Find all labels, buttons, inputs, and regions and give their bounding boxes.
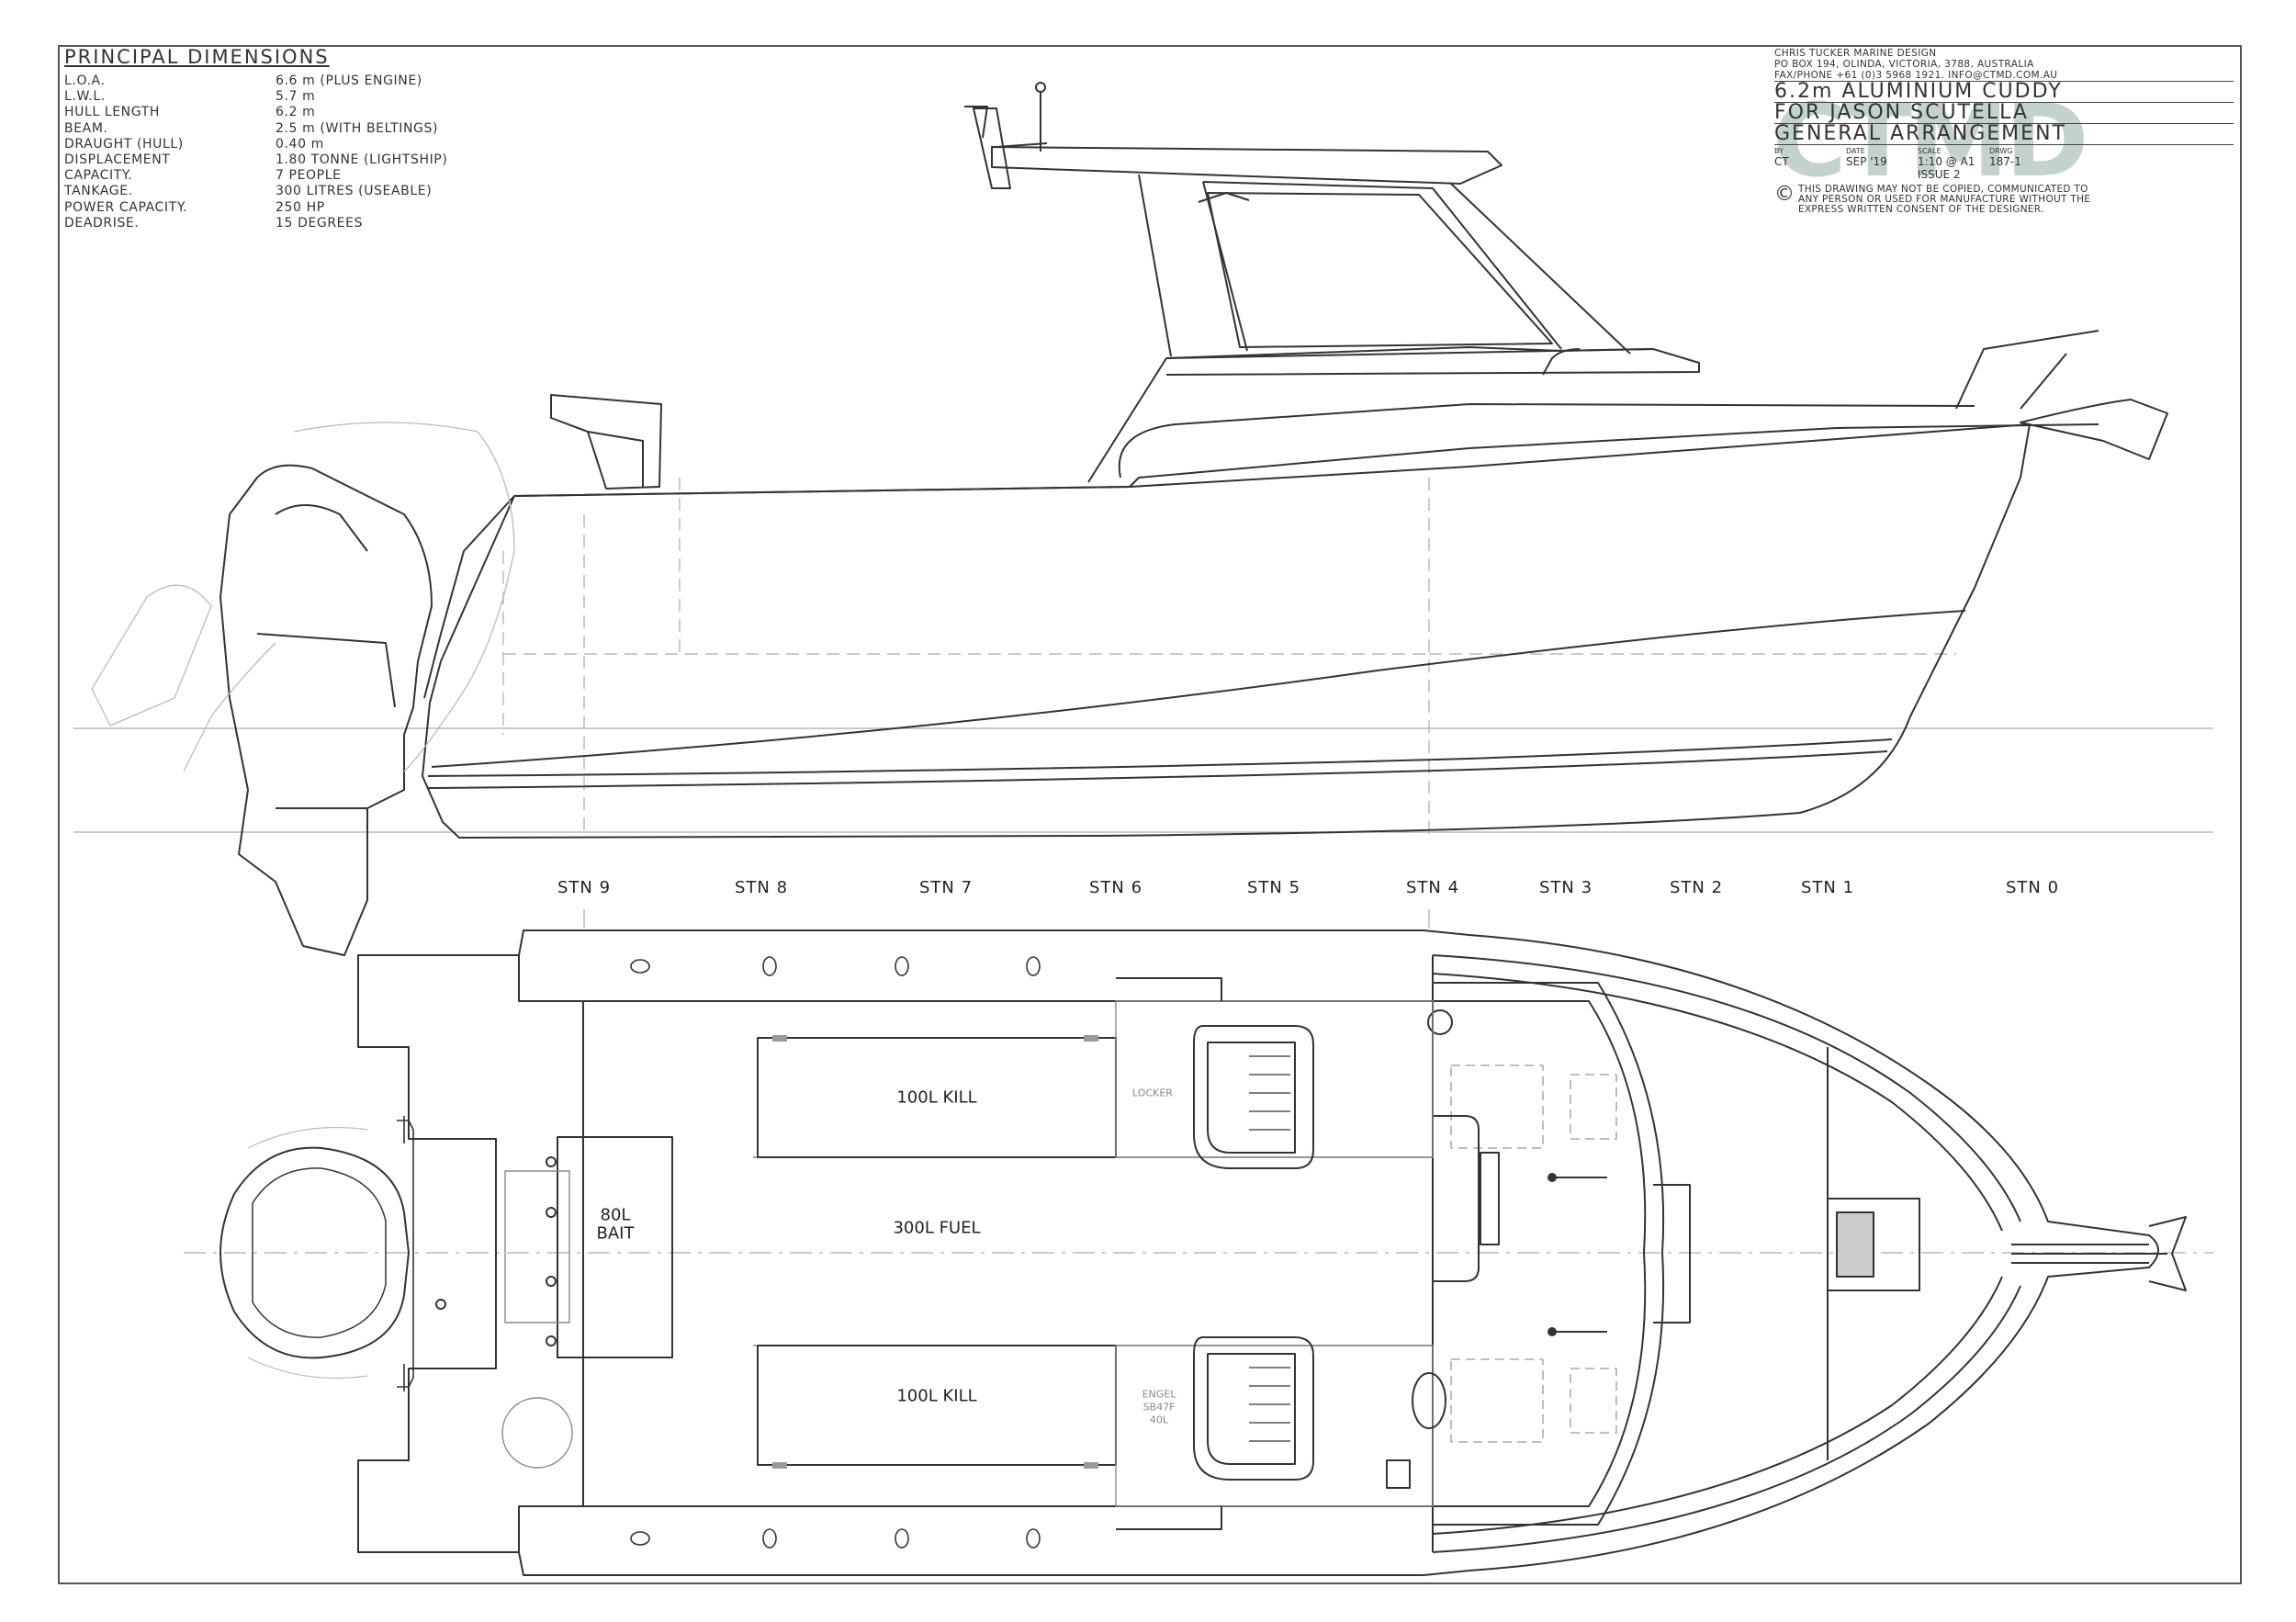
dim-row: DRAUGHT (HULL) 0.40 m: [64, 137, 447, 152]
dim-value: 5.7 m: [276, 89, 316, 105]
fridge-label: 40L: [1149, 1414, 1169, 1426]
bait-tank-label: BAIT: [596, 1223, 635, 1244]
meta-value: SEP '19: [1846, 155, 1887, 168]
dim-row: CAPACITY. 7 PEOPLE: [64, 168, 447, 184]
meta-header: BY: [1774, 147, 1784, 155]
kill-tank-bottom-label: 100L KILL: [896, 1386, 977, 1406]
fuel-tank-label: 300L FUEL: [893, 1218, 981, 1238]
meta-header: DRWG: [1989, 147, 2013, 155]
copyright-line: THIS DRAWING MAY NOT BE COPIED, COMMUNIC…: [1798, 184, 2088, 195]
designer-name: CHRIS TUCKER MARINE DESIGN: [1774, 48, 1937, 59]
ctmd-logo: CTMD: [1773, 82, 2089, 199]
station-ticks: [583, 909, 1430, 928]
dim-label: DEADRISE.: [64, 215, 140, 231]
meta-headers: BY DATE SCALE DRWG: [1774, 147, 2234, 155]
designer-contact: FAX/PHONE +61 (0)3 5968 1921. INFO@CTMD.…: [1774, 70, 2058, 81]
bait-tank: [557, 1136, 673, 1358]
outboard-engine-profile: [219, 464, 433, 956]
dim-label: DISPLACEMENT: [64, 152, 171, 168]
helm-seat-top: [1193, 1025, 1314, 1169]
dim-row: L.W.L. 5.7 m: [64, 89, 447, 105]
dim-value: 6.6 m (PLUS ENGINE): [276, 73, 422, 88]
locker-label: LOCKER: [1132, 1087, 1173, 1099]
dim-label: HULL LENGTH: [64, 105, 160, 120]
copyright-notice: © THIS DRAWING MAY NOT BE COPIED, COMMUN…: [1774, 185, 2234, 215]
dim-label: BEAM.: [64, 120, 108, 136]
profile-view: [73, 82, 2213, 956]
principal-dimensions-title: PRINCIPAL DIMENSIONS: [64, 46, 330, 68]
dim-value: 0.40 m: [276, 136, 324, 152]
dim-value: 15 DEGREES: [276, 215, 364, 231]
kill-tank-top-label: 100L KILL: [896, 1087, 977, 1108]
dim-row: DEADRISE. 15 DEGREES: [64, 216, 447, 231]
dim-label: L.O.A.: [64, 73, 106, 88]
station-label: STN 1: [1800, 878, 1855, 897]
station-label: STN 4: [1405, 878, 1460, 897]
dim-row: POWER CAPACITY. 250 HP: [64, 200, 447, 216]
dim-value: 7 PEOPLE: [276, 168, 342, 184]
cabin-outline: [1087, 348, 1700, 483]
drawing-title-line: 6.2m ALUMINIUM CUDDY: [1774, 81, 2234, 103]
station-label: STN 8: [734, 878, 789, 897]
hardtop: [991, 146, 1503, 185]
station-label: STN 9: [557, 878, 612, 897]
hull-outline: [422, 423, 2031, 839]
dim-row: TANKAGE. 300 LITRES (USEABLE): [64, 184, 447, 199]
designer-address: PO BOX 194, OLINDA, VICTORIA, 3788, AUST…: [1774, 59, 2034, 70]
meta-value: 1:10 @ A1: [1918, 155, 1975, 168]
copyright-icon: ©: [1774, 183, 1795, 206]
dim-value: 2.5 m (WITH BELTINGS): [276, 120, 439, 136]
dim-row: BEAM. 2.5 m (WITH BELTINGS): [64, 121, 447, 137]
drawing-title-line: GENERAL ARRANGEMENT: [1774, 124, 2234, 145]
bait-tank-label: 80L: [600, 1205, 631, 1225]
dim-value: 250 HP: [276, 199, 325, 215]
dim-label: DRAUGHT (HULL): [64, 136, 184, 152]
dim-value: 1.80 TONNE (LIGHTSHIP): [276, 152, 448, 168]
station-label: STN 2: [1669, 878, 1724, 897]
meta-values: CT SEP '19 1:10 @ A1 187-1: [1774, 155, 2234, 168]
fridge-label: SB47F: [1142, 1401, 1176, 1414]
meta-value: CT: [1774, 155, 1789, 168]
meta-header: SCALE: [1918, 147, 1941, 155]
dim-label: CAPACITY.: [64, 168, 133, 184]
dim-label: TANKAGE.: [64, 184, 133, 199]
title-block: CHRIS TUCKER MARINE DESIGN PO BOX 194, O…: [1774, 48, 2234, 215]
issue-number: ISSUE 2: [1918, 168, 1961, 181]
station-label: STN 5: [1246, 878, 1301, 897]
dim-row: HULL LENGTH 6.2 m: [64, 105, 447, 120]
copyright-line: ANY PERSON OR USED FOR MANUFACTURE WITHO…: [1798, 194, 2091, 205]
dim-label: POWER CAPACITY.: [64, 199, 188, 215]
station-label: STN 3: [1538, 878, 1593, 897]
meta-header: DATE: [1846, 147, 1865, 155]
dim-row: L.O.A. 6.6 m (PLUS ENGINE): [64, 73, 447, 89]
passenger-seat-bottom: [1193, 1336, 1314, 1481]
station-label: STN 0: [2005, 878, 2060, 897]
dim-row: DISPLACEMENT 1.80 TONNE (LIGHTSHIP): [64, 152, 447, 168]
plan-view: [184, 929, 2213, 1576]
station-label: STN 6: [1088, 878, 1143, 897]
outboard-engine-plan: [219, 1146, 410, 1359]
station-label: STN 7: [918, 878, 974, 897]
sheet-border: [58, 45, 2242, 1584]
meta-value: 187-1: [1989, 155, 2021, 168]
dim-value: 6.2 m: [276, 105, 316, 120]
hull-plan-outline: [357, 929, 2159, 1576]
principal-dimensions: PRINCIPAL DIMENSIONS L.O.A. 6.6 m (PLUS E…: [64, 46, 447, 231]
drawing-title-line: FOR JASON SCUTELLA: [1774, 103, 2234, 124]
fridge-label: ENGEL: [1142, 1388, 1176, 1401]
dim-label: L.W.L.: [64, 89, 106, 105]
dim-value: 300 LITRES (USEABLE): [276, 184, 433, 199]
copyright-line: EXPRESS WRITTEN CONSENT OF THE DESIGNER.: [1798, 204, 2044, 215]
